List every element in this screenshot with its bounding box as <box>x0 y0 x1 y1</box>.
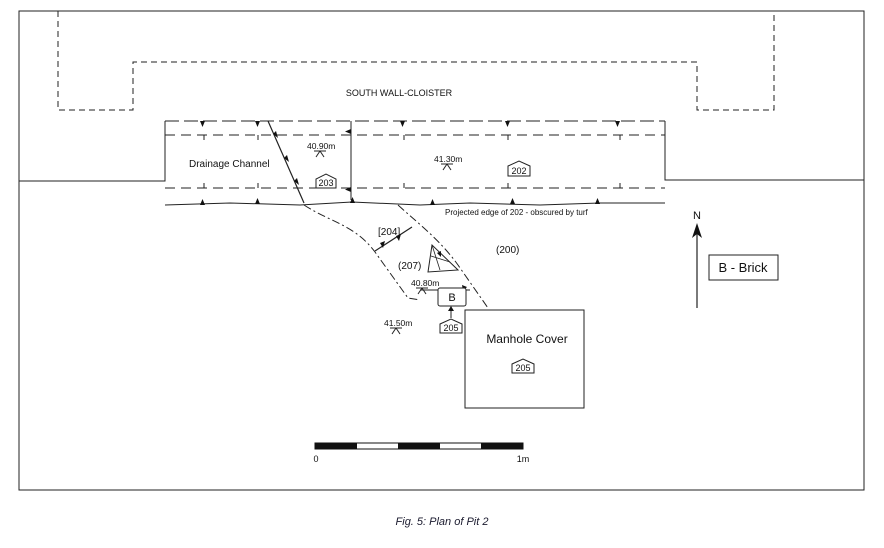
wall-outline <box>19 121 166 182</box>
context-203-badge <box>315 173 337 189</box>
level-marker-2 <box>441 163 453 171</box>
level-label-4: 41.50m <box>384 318 412 328</box>
pit-204-outline <box>303 204 421 301</box>
level-label-3: 40.80m <box>411 278 439 288</box>
context-202-badge <box>507 160 531 177</box>
feature-207 <box>427 243 460 273</box>
pointer-205-head <box>448 306 454 311</box>
context-205-small-badge <box>439 318 463 334</box>
manhole-cover-label: Manhole Cover <box>486 332 567 346</box>
brick-box <box>437 287 467 307</box>
plan-frame <box>18 10 865 491</box>
feature-207-hachure <box>437 251 441 257</box>
hachures-left-202 <box>345 129 351 192</box>
cut-204-hachures <box>380 234 401 248</box>
feature-207-hatch <box>430 255 451 263</box>
cloister-outline-outer <box>57 11 775 111</box>
context-205-small-label: 205 <box>443 323 458 333</box>
cut-204-line <box>374 226 413 252</box>
scale-end-label: 1m <box>517 454 530 464</box>
brick-marker-label: B <box>448 292 455 304</box>
context-204-label: [204] <box>378 227 400 238</box>
level-label-1: 40.90m <box>307 141 335 151</box>
projected-edge-line <box>164 201 665 206</box>
context-205-manhole-badge <box>511 358 535 374</box>
legend-key-label: B - Brick <box>718 260 768 275</box>
context-202-label: 202 <box>511 166 526 176</box>
drainage-channel-label: Drainage Channel <box>189 159 270 170</box>
scale-start-label: 0 <box>313 454 318 464</box>
context-207-label: (207) <box>398 261 421 272</box>
channel-edge-hachures <box>273 131 299 185</box>
manhole-cover <box>464 309 585 409</box>
hachures-bottom <box>200 197 600 205</box>
pit-200-outline <box>397 204 489 309</box>
south-wall-label: SOUTH WALL-CLOISTER <box>346 88 453 98</box>
context-200-label: (200) <box>496 245 519 256</box>
north-label: N <box>693 210 701 222</box>
channel-edge-203 <box>267 120 305 204</box>
level-marker-1 <box>314 150 326 158</box>
scale-bar <box>314 442 524 450</box>
wall-outline-right <box>664 121 864 181</box>
level-marker-3 <box>416 287 428 295</box>
legend-key-box <box>708 254 779 281</box>
projected-edge-label: Projected edge of 202 - obscured by turf <box>445 208 589 217</box>
hachures-mid-dashes <box>203 135 621 188</box>
level-label-2: 41.30m <box>434 154 462 164</box>
level-marker-4 <box>390 327 402 335</box>
figure-caption: Fig. 5: Plan of Pit 2 <box>395 516 489 528</box>
hachures-top <box>200 121 620 127</box>
context-203-label: 203 <box>318 178 333 188</box>
context-205-manhole-label: 205 <box>515 363 530 373</box>
north-arrow-icon <box>692 223 702 238</box>
